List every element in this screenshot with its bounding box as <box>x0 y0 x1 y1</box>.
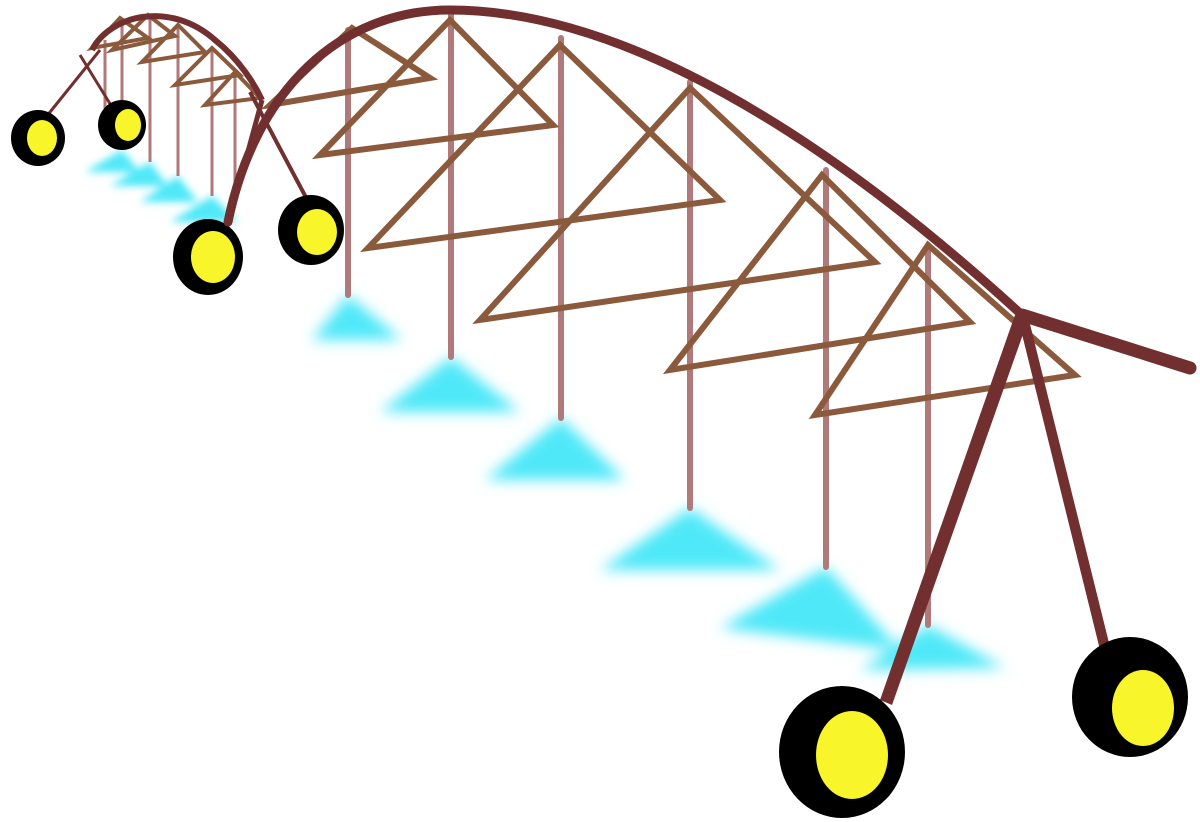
wheel <box>173 219 243 295</box>
wheel <box>11 110 65 166</box>
water-spray <box>485 418 625 480</box>
far-water-sprays <box>85 150 238 222</box>
far-arch <box>89 13 265 102</box>
truss-triangle <box>662 170 977 375</box>
far-span <box>40 12 312 226</box>
water-sprays <box>312 295 1005 670</box>
wheel-hub <box>115 109 141 141</box>
wheel-hub <box>297 209 337 255</box>
wheel <box>98 100 146 150</box>
truss <box>260 15 1082 419</box>
water-spray <box>720 567 900 650</box>
truss-triangle <box>359 40 727 253</box>
truss-triangle <box>472 83 882 325</box>
wheel-hub <box>27 120 57 156</box>
truss-triangle <box>311 15 560 160</box>
main-arch <box>223 5 1027 320</box>
tower-leg-front <box>880 315 1028 705</box>
water-spray <box>600 508 780 570</box>
wheel-hub <box>1112 670 1174 746</box>
wheel <box>1072 637 1188 757</box>
tower-leg-back <box>1018 316 1112 658</box>
far-leg-left <box>40 49 102 123</box>
truss-triangle <box>808 240 1082 419</box>
water-spray <box>312 295 402 340</box>
overhang-arm <box>1015 308 1197 375</box>
wheel-hub <box>816 711 888 799</box>
wheel <box>278 195 344 265</box>
wheel-hub <box>191 231 235 283</box>
water-spray <box>380 357 520 412</box>
drop-pipes <box>345 12 931 628</box>
far-truss <box>86 12 265 108</box>
wheel <box>779 686 905 818</box>
